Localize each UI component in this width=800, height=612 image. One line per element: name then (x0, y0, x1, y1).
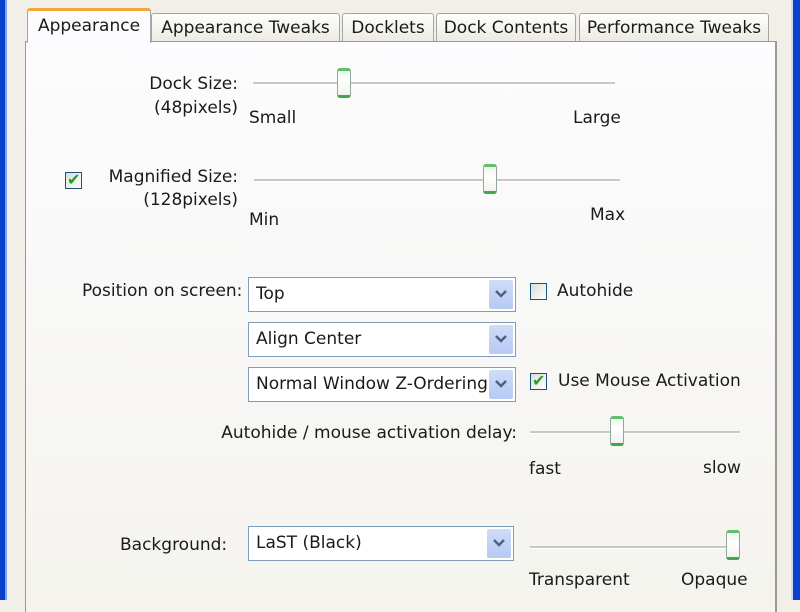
slider-thumb[interactable] (726, 530, 740, 560)
background-min-label: Transparent (529, 570, 630, 590)
slider-thumb[interactable] (482, 164, 497, 194)
slider-thumb[interactable] (610, 416, 625, 446)
chevron-down-icon[interactable] (489, 280, 513, 309)
screen-edge-select[interactable]: Top (248, 277, 516, 312)
magnified-size-value: (128pixels) (143, 190, 238, 210)
z-ordering-select[interactable]: Normal Window Z-Ordering (248, 367, 516, 402)
magnified-size-max-label: Max (590, 205, 626, 225)
tab-appearance[interactable]: Appearance (27, 8, 151, 43)
delay-label: Autohide / mouse activation delay: (221, 423, 517, 443)
background-value: LaST (Black) (256, 533, 362, 553)
use-mouse-activation-label: Use Mouse Activation (558, 371, 741, 391)
dock-size-value: (48pixels) (154, 98, 238, 118)
check-icon: ✔ (532, 371, 546, 390)
position-on-screen-label: Position on screen: (82, 281, 243, 301)
tab-docklets[interactable]: Docklets (342, 13, 434, 41)
check-icon: ✔ (67, 170, 81, 189)
delay-max-label: slow (703, 458, 741, 478)
alignment-select[interactable]: Align Center (248, 322, 516, 357)
screen-edge-value: Top (256, 284, 285, 304)
window-border-left (0, 0, 5, 600)
slider-track (253, 82, 615, 85)
magnified-size-min-label: Min (249, 210, 280, 230)
slider-track (530, 431, 740, 434)
slider-thumb[interactable] (336, 68, 351, 98)
slider-track (530, 546, 740, 549)
delay-min-label: fast (529, 459, 561, 479)
chevron-down-icon[interactable] (489, 370, 513, 399)
slider-track (254, 179, 620, 182)
window-border-right-highlight (791, 0, 793, 600)
chevron-down-icon[interactable] (489, 325, 513, 354)
tab-dock-contents[interactable]: Dock Contents (436, 13, 576, 41)
z-ordering-value: Normal Window Z-Ordering (256, 374, 488, 394)
dock-size-label: Dock Size: (149, 74, 238, 94)
window-border-left-highlight (5, 0, 7, 600)
window-border-right (793, 0, 800, 600)
dock-size-max-label: Large (573, 108, 621, 128)
magnified-size-label: Magnified Size: (108, 167, 238, 187)
dock-size-min-label: Small (249, 108, 297, 128)
autohide-checkbox[interactable] (530, 283, 547, 300)
background-select[interactable]: LaST (Black) (248, 526, 514, 561)
chevron-down-icon[interactable] (487, 529, 511, 558)
autohide-label: Autohide (557, 281, 634, 301)
background-label: Background: (120, 535, 228, 555)
tab-appearance-tweaks[interactable]: Appearance Tweaks (151, 13, 340, 41)
background-max-label: Opaque (681, 570, 748, 590)
alignment-value: Align Center (256, 329, 362, 349)
tab-performance-tweaks[interactable]: Performance Tweaks (579, 13, 769, 41)
magnified-size-checkbox[interactable]: ✔ (65, 170, 82, 189)
use-mouse-activation-checkbox[interactable]: ✔ (530, 371, 547, 390)
